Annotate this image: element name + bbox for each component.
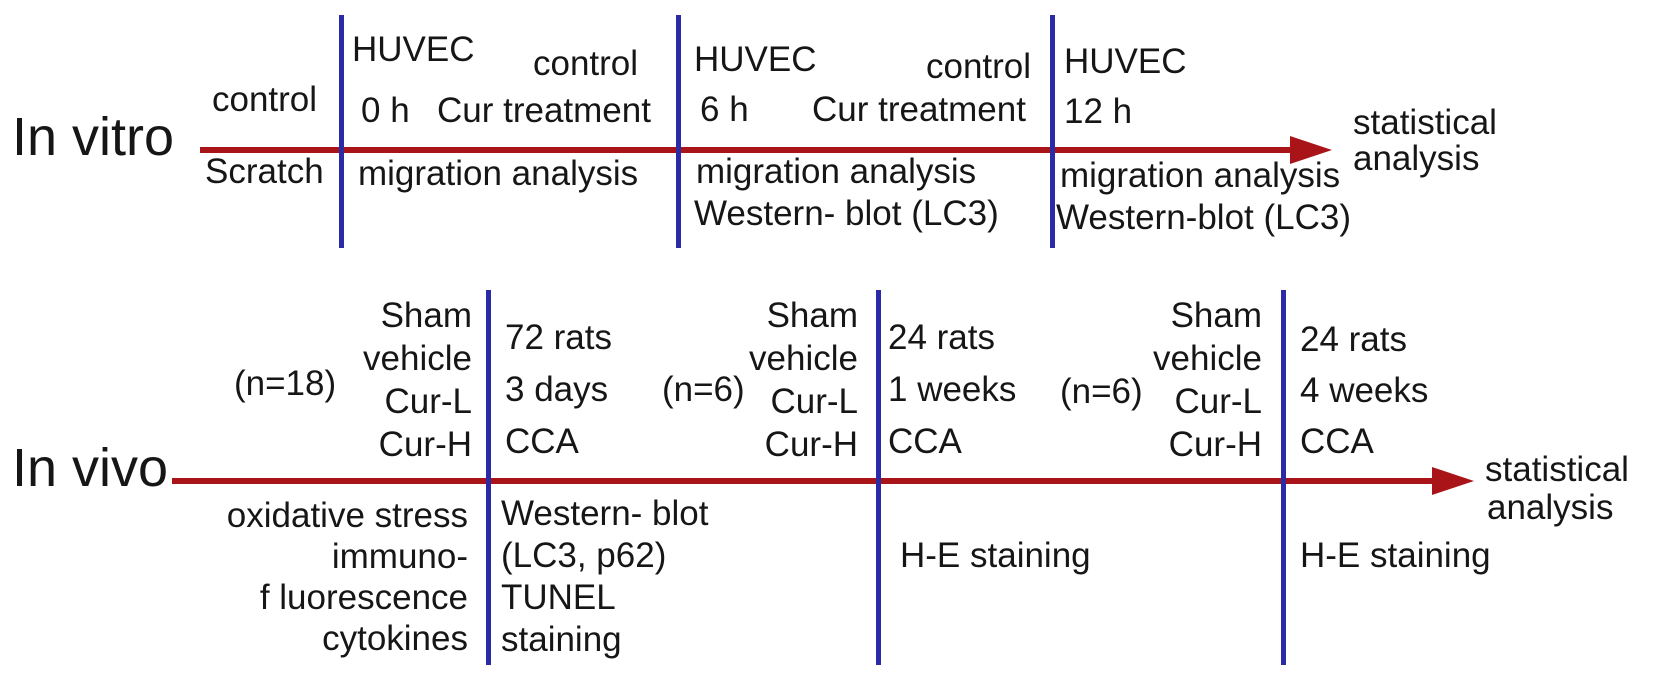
assay-staining: staining <box>501 620 622 659</box>
seg1-rats-count: 72 rats <box>505 318 612 357</box>
in-vivo-groups-stack-3: Sham vehicle Cur-L Cur-H <box>1062 294 1262 466</box>
in-vivo-timeline-arrowhead-icon <box>1432 467 1474 495</box>
in-vitro-seg3-cell-label: HUVEC <box>1064 42 1187 81</box>
in-vitro-endpoint-line1: statistical <box>1353 103 1497 142</box>
in-vitro-seg1-control-label: control <box>533 44 639 83</box>
group-sham: Sham <box>766 296 858 335</box>
in-vivo-endpoint-line1: statistical <box>1485 450 1629 489</box>
seg2-cca: CCA <box>888 422 962 461</box>
in-vivo-pre-assays-stack: oxidative stress immuno- f luorescence c… <box>198 495 468 659</box>
in-vivo-endpoint-line2: analysis <box>1487 488 1614 527</box>
group-vehicle: vehicle <box>363 339 472 378</box>
in-vitro-seg2-treatment-label: Cur treatment <box>812 90 1026 129</box>
in-vitro-pre-below-label: Scratch <box>205 152 324 191</box>
assay-fluorescence: f luorescence <box>259 578 468 617</box>
assay-western-blot: Western- blot <box>501 494 709 533</box>
assay-lc3-p62: (LC3, p62) <box>501 536 667 575</box>
in-vitro-label: In vitro <box>12 107 175 167</box>
in-vitro-seg1-treatment-label: Cur treatment <box>437 91 651 130</box>
seg2-duration: 1 weeks <box>888 370 1017 409</box>
in-vivo-n6-a-label: (n=6) <box>662 370 745 409</box>
in-vitro-tick-0h <box>339 15 344 248</box>
in-vivo-seg1-above-stack: 72 rats 3 days CCA <box>505 312 612 468</box>
group-cur-l: Cur-L <box>770 382 858 421</box>
in-vivo-seg1-below-stack: Western- blot (LC3, p62) TUNEL staining <box>501 493 709 661</box>
in-vivo-seg3-he-staining-label: H-E staining <box>1300 536 1491 575</box>
seg3-cca: CCA <box>1300 422 1374 461</box>
group-cur-h: Cur-H <box>378 425 472 464</box>
in-vivo-n18-label: (n=18) <box>234 364 337 403</box>
in-vitro-timeline-arrow-shaft <box>200 147 1300 153</box>
assay-immuno: immuno- <box>331 537 468 576</box>
in-vivo-label: In vivo <box>12 438 169 498</box>
assay-cytokines: cytokines <box>322 619 468 658</box>
seg1-duration: 3 days <box>505 370 609 409</box>
seg2-rats-count: 24 rats <box>888 318 995 357</box>
in-vitro-seg2-analysis-label: migration analysis <box>696 152 977 191</box>
in-vitro-seg3-analysis-label: migration analysis <box>1060 156 1341 195</box>
in-vitro-seg2-cell-label: HUVEC <box>694 40 817 79</box>
in-vivo-timeline-arrow-shaft <box>172 478 1434 484</box>
group-cur-h: Cur-H <box>1168 425 1262 464</box>
in-vivo-tick-4weeks <box>1281 290 1286 665</box>
seg3-duration: 4 weeks <box>1300 371 1429 410</box>
in-vivo-groups-stack-1: Sham vehicle Cur-L Cur-H <box>272 294 472 466</box>
in-vitro-seg2-westernblot-label: Western- blot (LC3) <box>694 194 999 233</box>
in-vitro-endpoint-line2: analysis <box>1353 139 1480 178</box>
in-vivo-tick-1week <box>876 290 881 665</box>
in-vitro-timeline-arrowhead-icon <box>1290 136 1332 164</box>
in-vivo-tick-3days <box>486 290 491 665</box>
seg1-cca: CCA <box>505 422 579 461</box>
in-vitro-seg3-westernblot-label: Western-blot (LC3) <box>1056 198 1352 237</box>
in-vitro-seg1-cell-label: HUVEC <box>352 30 475 69</box>
in-vitro-pre-above-label: control <box>212 80 318 119</box>
group-sham: Sham <box>1170 296 1262 335</box>
assay-tunel: TUNEL <box>501 578 616 617</box>
in-vitro-seg1-time-label: 0 h <box>361 91 410 130</box>
in-vitro-seg3-time-label: 12 h <box>1064 92 1133 131</box>
group-cur-h: Cur-H <box>764 425 858 464</box>
in-vitro-seg2-time-label: 6 h <box>700 90 749 129</box>
in-vitro-tick-12h <box>1050 15 1055 248</box>
group-vehicle: vehicle <box>1153 339 1262 378</box>
in-vitro-seg1-analysis-label: migration analysis <box>358 154 639 193</box>
seg3-rats-count: 24 rats <box>1300 320 1407 359</box>
in-vitro-seg2-control-label: control <box>926 47 1032 86</box>
in-vivo-seg2-he-staining-label: H-E staining <box>900 536 1091 575</box>
in-vitro-tick-6h <box>676 15 681 248</box>
assay-oxidative-stress: oxidative stress <box>226 496 468 535</box>
group-cur-l: Cur-L <box>1174 382 1262 421</box>
group-cur-l: Cur-L <box>384 382 472 421</box>
in-vivo-groups-stack-2: Sham vehicle Cur-L Cur-H <box>658 294 858 466</box>
group-vehicle: vehicle <box>749 339 858 378</box>
in-vivo-seg3-above-stack: 24 rats 4 weeks CCA <box>1300 314 1428 467</box>
group-sham: Sham <box>380 296 472 335</box>
in-vivo-seg2-above-stack: 24 rats 1 weeks CCA <box>888 312 1016 468</box>
in-vivo-n6-b-label: (n=6) <box>1060 372 1143 411</box>
